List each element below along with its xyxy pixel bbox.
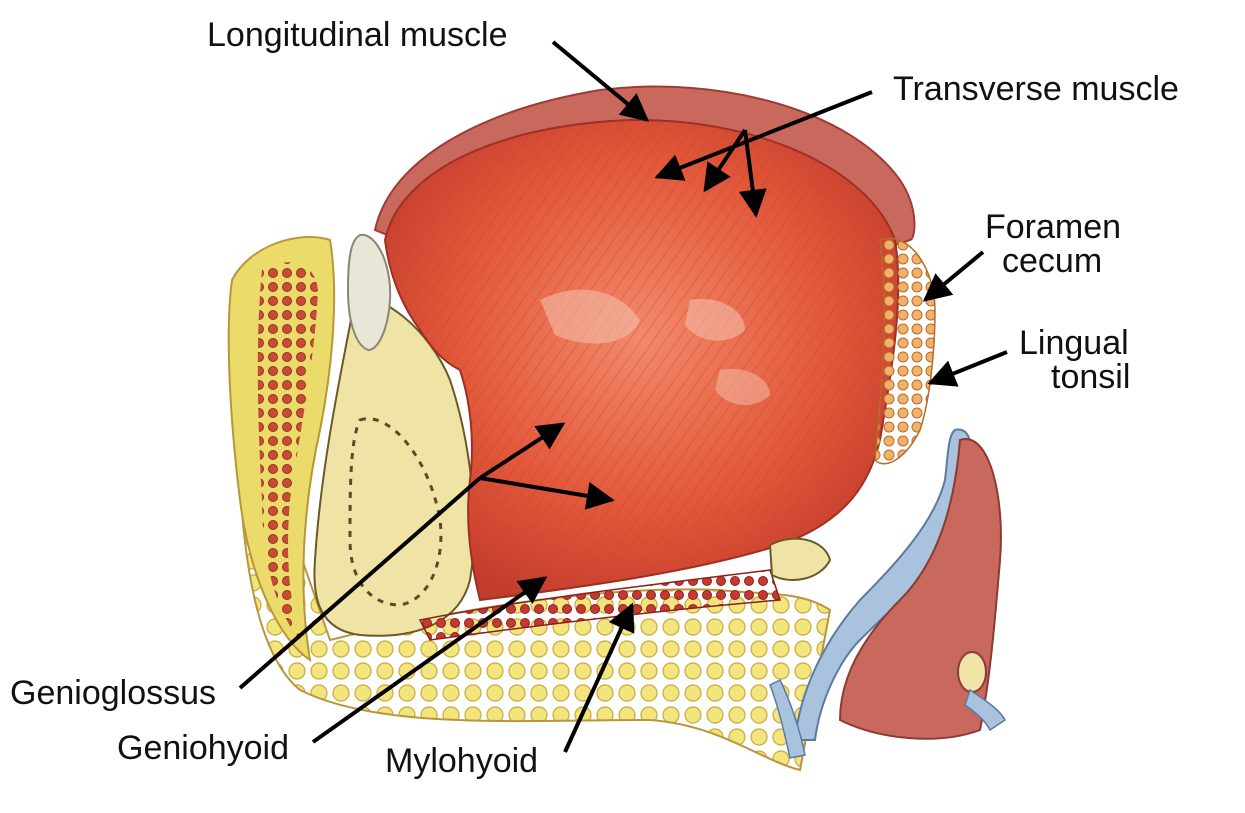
genioglossus-leader <box>238 476 482 690</box>
arrow-mylohyoid <box>563 602 635 753</box>
arrow-foramen-cecum <box>922 250 985 302</box>
hyoid-bone <box>768 537 832 581</box>
arrow-genioglossus-2 <box>479 476 615 510</box>
tongue-fibers <box>385 119 899 600</box>
lip-marrow <box>257 262 318 640</box>
label-transverse-muscle: Transverse muscle <box>893 70 1179 108</box>
label-foramen-line2: cecum <box>1002 242 1103 280</box>
arrow-transverse-3 <box>738 129 767 218</box>
incisor-tooth <box>346 233 392 352</box>
label-geniohyoid: Geniohyoid <box>117 729 290 767</box>
lingual-tonsil <box>874 237 936 465</box>
tongue-highlight-3 <box>715 369 770 406</box>
label-longitudinal-muscle: Longitudinal muscle <box>207 16 508 54</box>
tongue-highlight-2 <box>685 299 745 341</box>
trachea-blue <box>964 688 1006 732</box>
arrow-transverse-1 <box>654 90 873 181</box>
label-mylohyoid: Mylohyoid <box>385 742 539 780</box>
label-foramen-cecum: Foramen cecum <box>985 210 1121 278</box>
label-foramen-line1: Foramen <box>985 208 1122 246</box>
arrow-genioglossus-1 <box>478 422 566 480</box>
label-lingual-line1: Lingual <box>1019 324 1129 362</box>
arrow-geniohyoid <box>311 576 548 744</box>
label-lingual-tonsil: Lingual tonsil <box>1019 326 1130 394</box>
label-lingual-line2: tonsil <box>1051 358 1131 396</box>
mandible-cancellous <box>348 417 443 607</box>
arrow-lingual-tonsil <box>927 350 1008 387</box>
lower-blue-cartilage <box>769 678 806 759</box>
label-genioglossus: Genioglossus <box>10 674 217 712</box>
tongue-highlight-1 <box>540 289 640 344</box>
arrow-longitudinal <box>551 40 650 122</box>
arrow-transverse-2 <box>703 128 747 193</box>
thyroid-cartilage-section <box>957 651 987 693</box>
